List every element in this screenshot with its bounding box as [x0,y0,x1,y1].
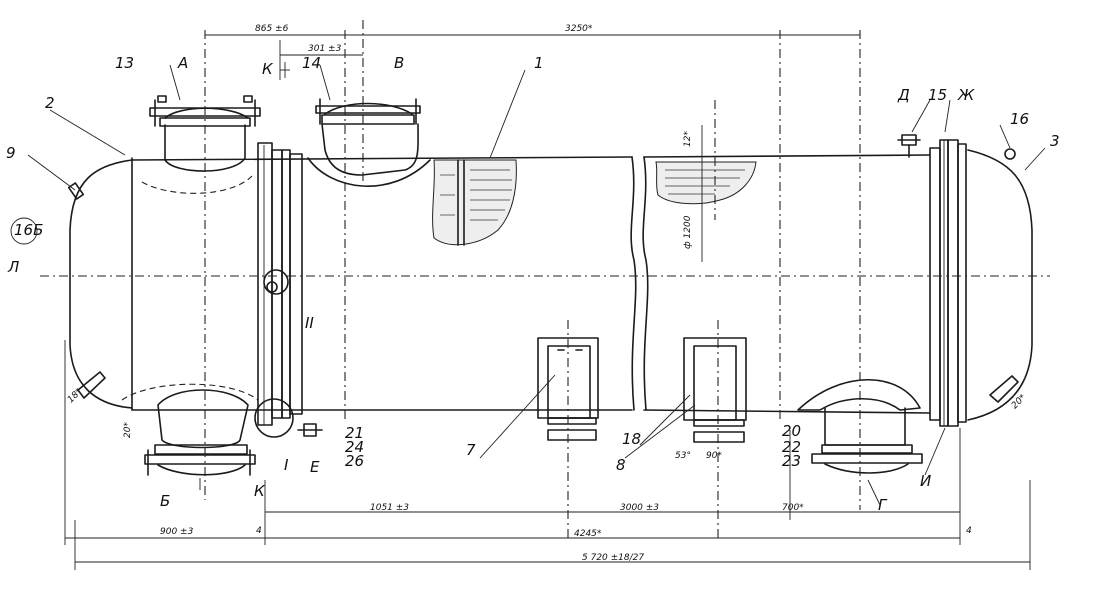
cutaway-left [432,159,517,246]
tube-sheet [254,142,303,438]
label-l: Л [7,258,19,276]
label-g: Г [878,496,888,514]
dim-90: 90* [706,451,722,461]
label-16: 16 [1010,110,1029,128]
label-b: Б [160,492,170,510]
dim-5720: 5 720 ±18/27 [582,553,644,563]
dim-20a: 20* [123,422,133,438]
label-a: А [177,54,188,72]
dimension-lines [27,34,1046,570]
label-e: Е [310,458,320,476]
label-detail-1: I [284,456,289,474]
label-16b: 16Б [14,221,43,239]
dim-20b: 20* [1010,392,1029,411]
nozzle-d [897,134,921,158]
label-v: В [394,54,404,72]
label-13: 13 [115,54,134,72]
label-7: 7 [466,441,476,459]
dim-1051: 1051 ±3 [370,503,409,513]
label-24: 24 [345,438,364,456]
label-15: 15 [928,86,947,104]
center-lines [40,20,1050,540]
dim-301: 301 ±3 [308,44,342,54]
label-23: 23 [782,452,801,470]
dim-dia: ф 1200 [683,215,693,249]
dim-865: 865 ±6 [255,24,289,34]
dim-12: 12* [683,131,693,147]
nozzle-e [297,423,323,437]
dim-4245: 4245* [574,529,602,539]
support-8 [683,337,747,443]
label-k-top: К [262,60,274,78]
label-22: 22 [782,438,801,456]
dim-4b: 4 [966,526,972,536]
label-21: 21 [345,424,364,442]
label-14: 14 [302,54,321,72]
dim-3250: 3250* [565,24,593,34]
labels: 13 А 2 9 16Б Л К 14 В 1 Д 15 Ж 16 3 II I… [6,54,1060,514]
dim-900: 900 ±3 [160,527,194,537]
label-26: 26 [345,452,364,470]
vessel-shell [67,148,1033,421]
dim-3000: 3000 ±3 [620,503,659,513]
label-zh: Ж [957,86,975,104]
label-1: 1 [534,54,544,72]
label-i: И [920,472,931,490]
nozzle-v [307,98,431,187]
dim-53: 53° [675,451,691,461]
dim-700: 700* [782,503,804,513]
label-detail-2: II [305,314,314,332]
nozzle-g [797,379,923,474]
cutaway-right [655,161,757,205]
dim-18: 18* [66,386,85,405]
right-flange [929,139,967,427]
label-2: 2 [45,94,55,112]
dimension-text: 865 ±6 3250* 301 ±3 12* ф 1200 20* 18* 2… [66,24,1029,563]
nozzle-b [144,389,256,476]
label-k-bottom: К [254,482,266,500]
label-8: 8 [616,456,626,474]
dim-4a: 4 [256,526,262,536]
label-9: 9 [6,144,16,162]
label-20: 20 [782,422,801,440]
label-d: Д [897,86,910,104]
label-18: 18 [622,430,641,448]
label-3: 3 [1050,132,1060,150]
